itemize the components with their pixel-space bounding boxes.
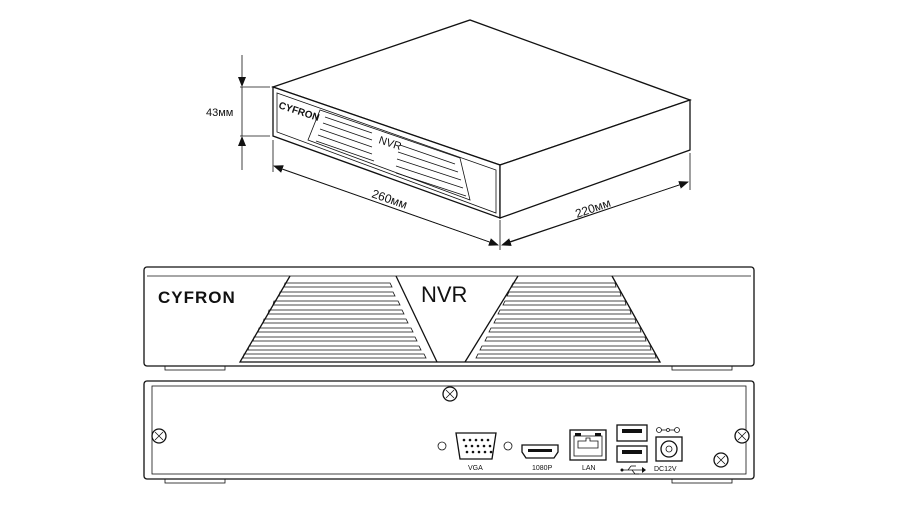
front-brand-label: CYFRON [158,288,236,307]
height-dimension [238,55,270,170]
front-foot-right [671,365,733,371]
width-dimension-label: 260мм [370,187,409,212]
rear-panel [143,380,755,480]
front-vent-slats-right [475,282,657,359]
height-dimension-label: 43мм [206,107,233,119]
hdmi-port [521,444,559,459]
front-vent-slats-left [242,282,427,359]
vga-port [437,432,513,460]
dc-polarity-icon [656,427,680,433]
depth-dimension-label: 220мм [573,196,612,221]
lan-label: LAN [582,465,596,472]
screw-icon [713,452,729,468]
iso-side-face [499,99,691,219]
width-dimension [272,140,501,250]
iso-vent-outline [307,109,471,201]
front-model-label: NVR [421,282,467,307]
rear-foot-right [671,478,733,484]
screw-icon [734,428,750,444]
front-foot-left [164,365,226,371]
hdmi-label: 1080P [532,465,553,472]
screw-icon [442,386,458,402]
vga-label: VGA [468,465,483,472]
rear-foot-left [164,478,226,484]
usb-ports [616,424,648,463]
iso-front-bezel [276,92,497,214]
dc-power-port [655,436,683,462]
iso-vent-slats [315,116,467,197]
front-view: CYFRON NVR [143,266,755,371]
rear-view: VGA 1080P LAN [143,380,755,484]
lan-port [569,429,607,461]
usb-icon [620,465,646,475]
screw-icon [151,428,167,444]
isometric-view: CYFRON NVR 43мм 260мм 220мм [206,19,692,250]
dc-label: DC12V [654,466,677,473]
depth-dimension [501,153,691,246]
